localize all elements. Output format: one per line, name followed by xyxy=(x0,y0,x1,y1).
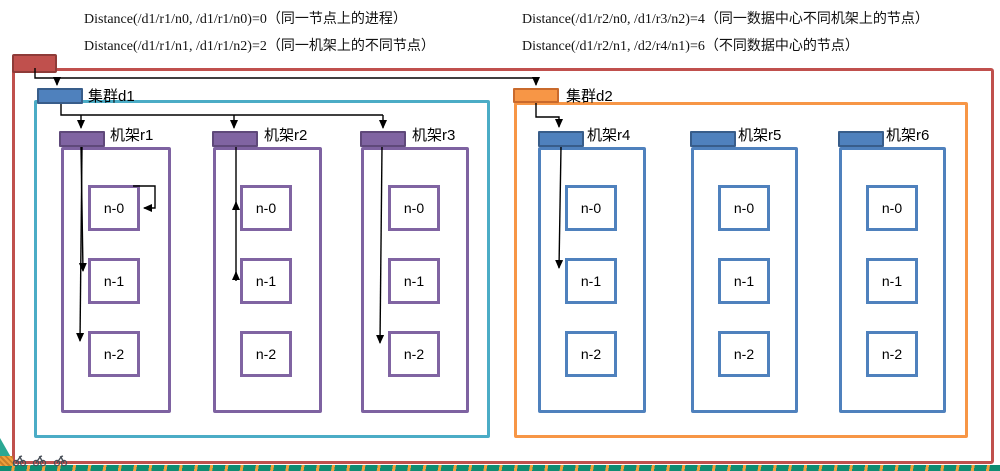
rack-r2-marker xyxy=(212,131,258,147)
node-r5-n0: n-0 xyxy=(718,185,770,231)
cyclist-icons xyxy=(12,455,68,467)
rack-r4-label: 机架r4 xyxy=(587,127,631,144)
node-r5-n2: n-2 xyxy=(718,331,770,377)
rack-r2-label: 机架r2 xyxy=(264,127,308,144)
rack-r6-box: n-0 n-1 n-2 xyxy=(839,147,946,413)
distance-annotation-4: Distance(/d1/r2/n1, /d2/r4/n1)=6（不同数据中心的… xyxy=(522,39,859,54)
node-r2-n2: n-2 xyxy=(240,331,292,377)
cluster-d1-box xyxy=(34,100,490,438)
root-node-marker xyxy=(12,54,57,73)
distance-annotation-3: Distance(/d1/r2/n0, /d1/r3/n2)=4（同一数据中心不… xyxy=(522,12,929,27)
rack-r1-label: 机架r1 xyxy=(110,127,154,144)
node-r4-n0: n-0 xyxy=(565,185,617,231)
footer-decoration-strip xyxy=(0,465,1000,471)
rack-r1-box: n-0 n-1 n-2 xyxy=(61,147,171,413)
rack-r4-marker xyxy=(538,131,584,147)
rack-r6-marker xyxy=(838,131,884,147)
rack-r3-marker xyxy=(360,131,406,147)
node-r4-n2: n-2 xyxy=(565,331,617,377)
node-r1-n2: n-2 xyxy=(88,331,140,377)
rack-r3-label: 机架r3 xyxy=(412,127,456,144)
node-r3-n1: n-1 xyxy=(388,258,440,304)
rack-r1-marker xyxy=(59,131,105,147)
node-r6-n1: n-1 xyxy=(866,258,918,304)
node-r5-n1: n-1 xyxy=(718,258,770,304)
rack-r5-label: 机架r5 xyxy=(738,127,782,144)
node-r6-n2: n-2 xyxy=(866,331,918,377)
cluster-d2-label: 集群d2 xyxy=(566,88,613,105)
rack-r4-box: n-0 n-1 n-2 xyxy=(538,147,646,413)
distance-annotation-2: Distance(/d1/r1/n1, /d1/r1/n2)=2（同一机架上的不… xyxy=(84,39,435,54)
node-r4-n1: n-1 xyxy=(565,258,617,304)
node-r6-n0: n-0 xyxy=(866,185,918,231)
rack-r3-box: n-0 n-1 n-2 xyxy=(361,147,469,413)
cluster-d2-marker xyxy=(513,88,559,103)
rack-r5-box: n-0 n-1 n-2 xyxy=(691,147,798,413)
distance-annotation-1: Distance(/d1/r1/n0, /d1/r1/n0)=0（同一节点上的进… xyxy=(84,12,407,27)
cluster-d1-marker xyxy=(37,88,83,104)
node-r2-n1: n-1 xyxy=(240,258,292,304)
rack-r6-label: 机架r6 xyxy=(886,127,930,144)
node-r2-n0: n-0 xyxy=(240,185,292,231)
cluster-d2-box xyxy=(514,102,968,438)
node-r1-n0: n-0 xyxy=(88,185,140,231)
cluster-d1-label: 集群d1 xyxy=(88,88,135,105)
footer-ground-icon xyxy=(0,456,13,466)
node-r1-n1: n-1 xyxy=(88,258,140,304)
rack-r5-marker xyxy=(690,131,736,147)
node-r3-n0: n-0 xyxy=(388,185,440,231)
node-r3-n2: n-2 xyxy=(388,331,440,377)
rack-r2-box: n-0 n-1 n-2 xyxy=(213,147,322,413)
